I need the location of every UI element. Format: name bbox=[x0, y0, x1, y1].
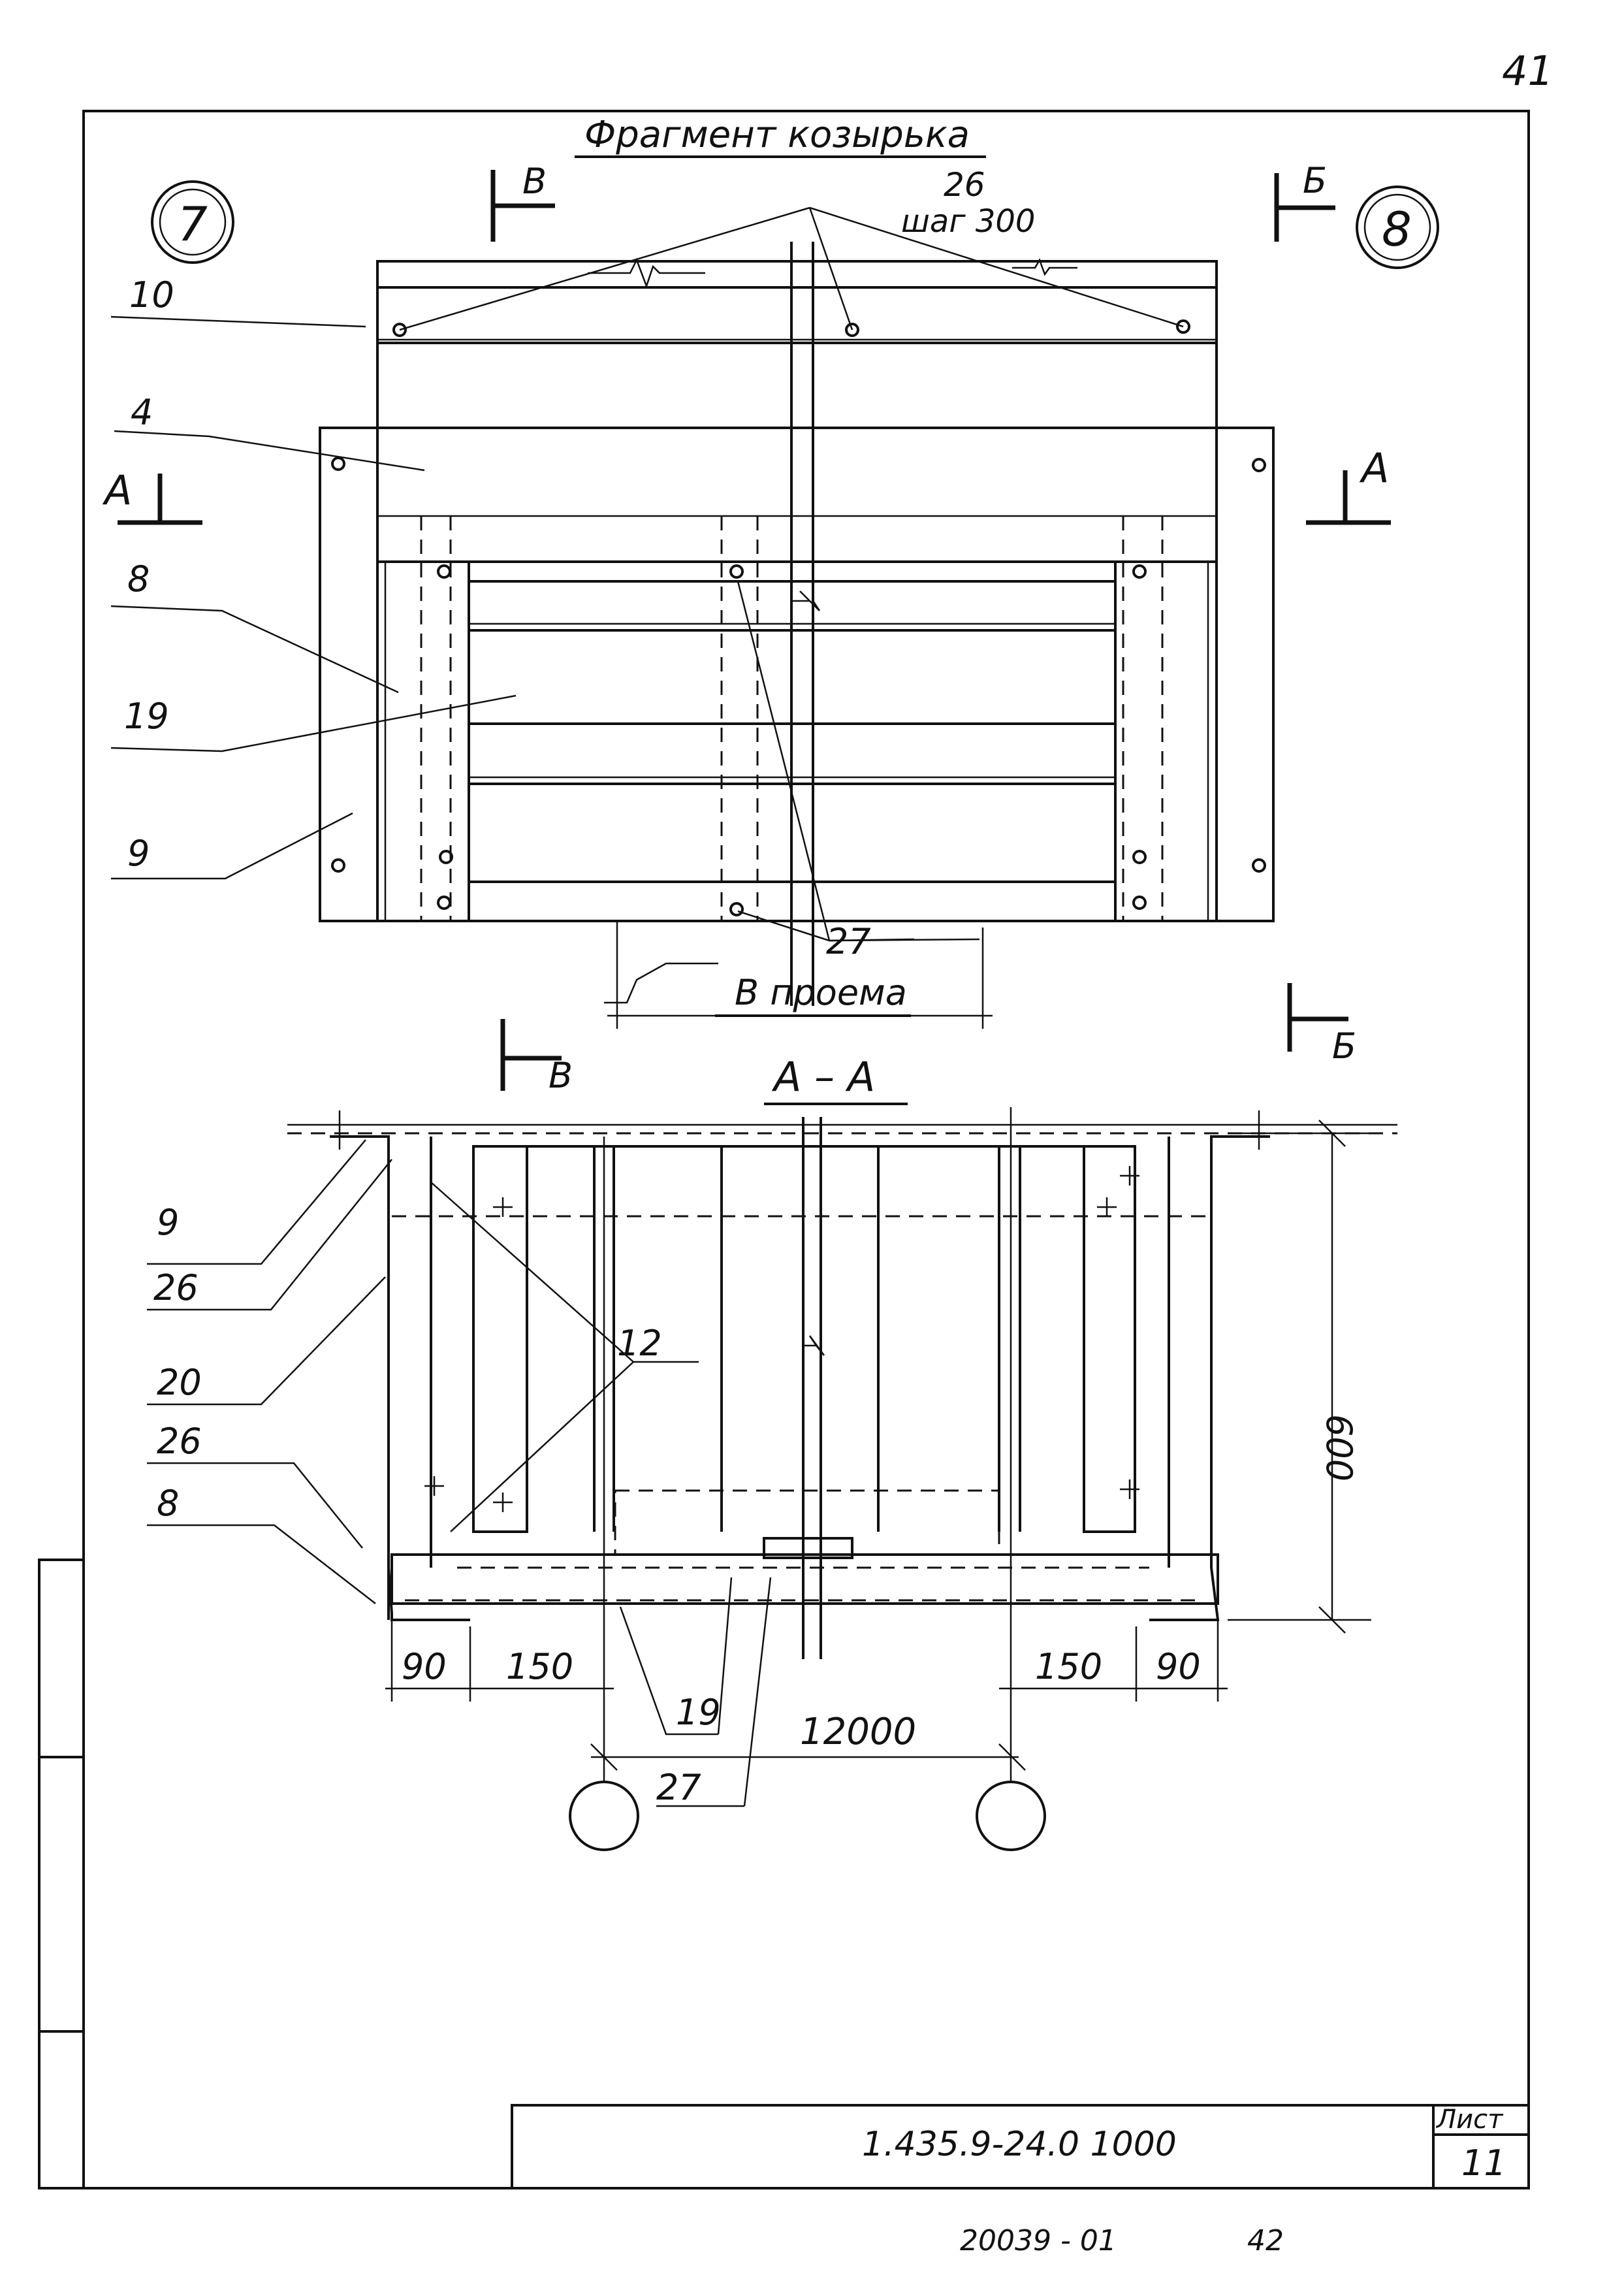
svg-text:20: 20 bbox=[157, 1362, 202, 1403]
note-26: 26 bbox=[944, 166, 985, 204]
svg-text:10: 10 bbox=[129, 274, 174, 315]
plan-callout-4: 4 bbox=[114, 392, 425, 472]
page-number: 41 bbox=[1502, 47, 1553, 95]
plan-bolts bbox=[331, 319, 1266, 916]
svg-text:19: 19 bbox=[124, 696, 169, 737]
svg-text:9: 9 bbox=[127, 833, 150, 874]
section-callout-20: 20 bbox=[147, 1276, 386, 1406]
bottom-stamp-number: 42 bbox=[1247, 2224, 1284, 2257]
section-mark-b-bottom: Б bbox=[1287, 983, 1356, 1067]
section-callout-9: 9 bbox=[147, 1139, 366, 1265]
axis-bubble-left bbox=[569, 1781, 639, 1851]
title-block: 1.435.9-24.0 1000 Лист 11 bbox=[511, 2104, 1530, 2189]
svg-text:9: 9 bbox=[157, 1202, 179, 1243]
section-callout-12: 12 bbox=[617, 1323, 662, 1364]
svg-text:4: 4 bbox=[131, 392, 153, 433]
dim-opening: В проема bbox=[735, 972, 907, 1013]
axis-7: 7 bbox=[151, 180, 234, 264]
dim-150-left: 150 bbox=[506, 1646, 573, 1687]
svg-text:А: А bbox=[102, 466, 132, 514]
section-callout-19: 19 bbox=[676, 1692, 721, 1733]
plan-title: Фрагмент козырька bbox=[584, 114, 970, 156]
section-title: А – А bbox=[771, 1053, 875, 1101]
section-mark-a-left: А bbox=[102, 466, 202, 525]
axis-8-label: 8 bbox=[1382, 202, 1412, 257]
bottom-stamp: 20039 - 01 bbox=[960, 2224, 1117, 2257]
section-mark-v-top: В bbox=[490, 161, 555, 242]
svg-text:26: 26 bbox=[157, 1421, 202, 1462]
dim-150-right: 150 bbox=[1035, 1646, 1102, 1687]
svg-text:Б: Б bbox=[1303, 160, 1327, 201]
dim-span: 12000 bbox=[800, 1711, 916, 1753]
note-step: шаг 300 bbox=[901, 203, 1035, 240]
svg-text:Б: Б bbox=[1332, 1026, 1356, 1067]
doc-code: 1.435.9-24.0 1000 bbox=[862, 2125, 1177, 2164]
svg-text:8: 8 bbox=[127, 558, 150, 600]
sheet-frame bbox=[82, 110, 1530, 2189]
section-mark-a-right: А bbox=[1306, 444, 1391, 525]
dim-90-right: 90 bbox=[1156, 1646, 1201, 1687]
axis-bubble-right bbox=[976, 1781, 1046, 1851]
plan-callout-27: 27 bbox=[826, 921, 871, 962]
svg-text:В: В bbox=[522, 161, 547, 202]
section-callout-26b: 26 bbox=[147, 1421, 363, 1549]
sheet-label: Лист bbox=[1435, 2105, 1504, 2135]
section-crosses bbox=[424, 1166, 1139, 1512]
axis-8: 8 bbox=[1356, 186, 1439, 269]
section-mark-b-top: Б bbox=[1274, 160, 1335, 242]
svg-text:8: 8 bbox=[157, 1483, 179, 1524]
svg-text:А: А bbox=[1359, 444, 1389, 492]
dim-90-left: 90 bbox=[402, 1646, 447, 1687]
binding-strip bbox=[38, 1559, 85, 2189]
section-callout-27: 27 bbox=[656, 1767, 701, 1808]
section-mark-v-bottom: В bbox=[500, 1019, 573, 1096]
svg-text:26: 26 bbox=[153, 1267, 199, 1308]
plan-callout-19: 19 bbox=[110, 694, 517, 752]
plan-callout-8: 8 bbox=[110, 558, 399, 694]
section-callout-8: 8 bbox=[147, 1483, 376, 1604]
plan-view: Фрагмент козырька 7 8 В Б А bbox=[102, 114, 1439, 1096]
svg-text:В: В bbox=[549, 1055, 573, 1096]
section-view: А – А bbox=[147, 1053, 1397, 1851]
dim-height: 600 bbox=[1318, 1414, 1360, 1481]
plan-callout-10: 10 bbox=[110, 274, 366, 328]
section-callout-26a: 26 bbox=[147, 1159, 392, 1311]
axis-7-label: 7 bbox=[178, 197, 208, 251]
plan-callout-9: 9 bbox=[111, 812, 353, 880]
sheet-number: 11 bbox=[1461, 2142, 1506, 2184]
